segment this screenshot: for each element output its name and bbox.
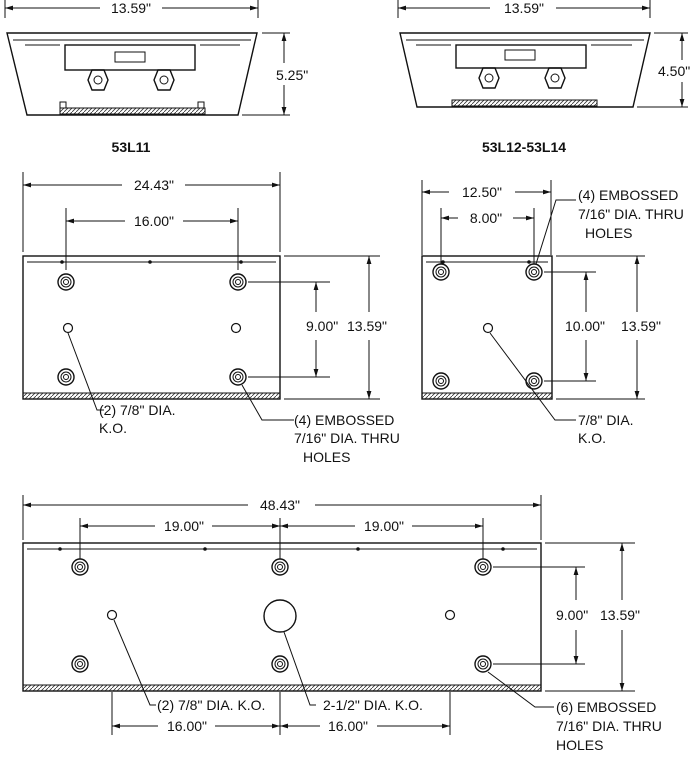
mid-left-emboss-label-2: 7/16" DIA. THRU [294, 430, 400, 446]
side-left-height: 5.25" [276, 67, 308, 83]
mid-left-emboss-label-3: HOLES [303, 449, 350, 465]
bottom-view-48in: 48.43" 19.00" 19.00" 9.00" [22, 495, 662, 753]
mid-right-ko-label-2: K.O. [578, 430, 606, 446]
mid-left-hole-vertical: 9.00" [306, 318, 338, 334]
mid-right-hole-vertical: 10.00" [565, 318, 605, 334]
side-left-width: 13.59" [111, 0, 151, 16]
model-53l12-53l14: 53L12-53L14 [482, 139, 566, 155]
mid-right-height: 13.59" [621, 318, 661, 334]
bottom-overall-width: 48.43" [260, 497, 300, 513]
bottom-emboss-label-3: HOLES [556, 737, 603, 753]
bottom-hole-spacing-left: 19.00" [164, 518, 204, 534]
mid-left-hole-spacing: 16.00" [134, 213, 174, 229]
mid-right-ko-label-1: 7/8" DIA. [578, 412, 634, 428]
bottom-ko-spacing-right: 16.00" [328, 718, 368, 734]
bottom-view-24in: 24.43" 16.00" 9.00" 13.59" (2) 7/8" DIA.… [22, 172, 400, 465]
bottom-hole-spacing-right: 19.00" [364, 518, 404, 534]
side-view-53l11: 13.59" 5.25" 53L11 [4, 0, 308, 155]
mid-left-height: 13.59" [347, 318, 387, 334]
bottom-ko-spacing-left: 16.00" [167, 718, 207, 734]
model-53l11: 53L11 [112, 139, 151, 155]
side-right-width: 13.59" [504, 0, 544, 16]
bottom-emboss-label-1: (6) EMBOSSED [556, 699, 656, 715]
mid-left-ko-label-2: K.O. [99, 420, 127, 436]
mid-left-ko-label-1: (2) 7/8" DIA. [99, 402, 176, 418]
bottom-large-ko-label: 2-1/2" DIA. K.O. [323, 697, 423, 713]
bottom-emboss-label-2: 7/16" DIA. THRU [556, 718, 662, 734]
mid-right-hole-spacing: 8.00" [470, 210, 502, 226]
bottom-height: 13.59" [600, 607, 640, 623]
bottom-small-ko-label: (2) 7/8" DIA. K.O. [157, 697, 265, 713]
bottom-hole-vertical: 9.00" [556, 607, 588, 623]
side-view-53l12-53l14: 13.59" 4.50" 53L12-53L14 [397, 0, 690, 155]
mid-left-overall-width: 24.43" [134, 177, 174, 193]
mid-right-emboss-label-1: (4) EMBOSSED [578, 187, 678, 203]
mid-right-emboss-label-3: HOLES [585, 225, 632, 241]
mid-right-emboss-label-2: 7/16" DIA. THRU [578, 206, 684, 222]
side-right-height: 4.50" [658, 63, 690, 79]
mid-left-emboss-label-1: (4) EMBOSSED [294, 412, 394, 428]
mid-right-overall-width: 12.50" [462, 184, 502, 200]
bottom-view-12in: 12.50" 8.00" (4) EMBOSSED 7/16" DIA. THR… [421, 180, 684, 446]
